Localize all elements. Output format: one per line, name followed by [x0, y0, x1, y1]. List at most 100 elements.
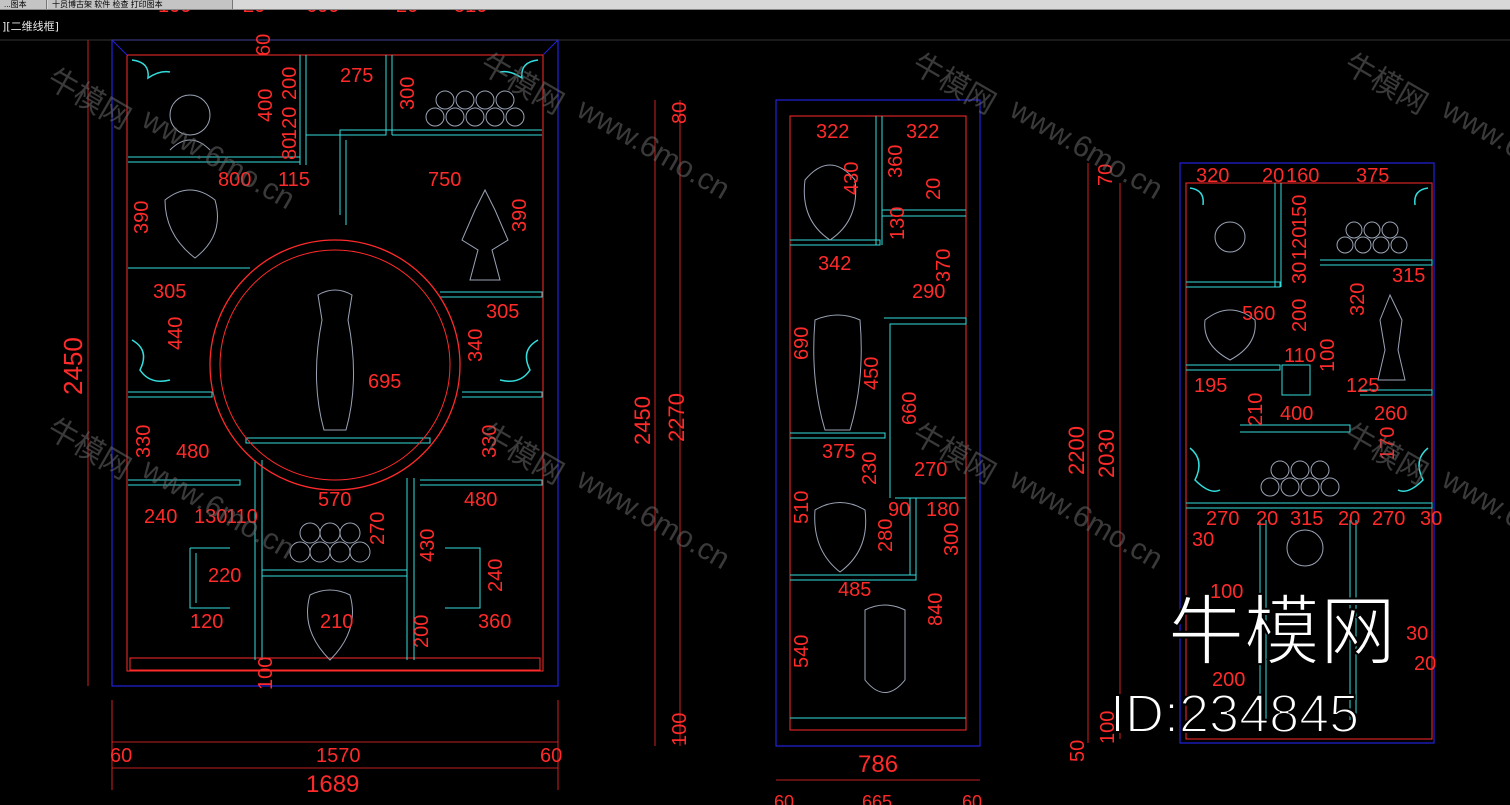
dim-a-570: 570: [318, 489, 351, 511]
dimension-text: 100 20 600 20 510 2450 60 400 200 120 80…: [58, 10, 1442, 805]
dim-a-115: 115: [278, 169, 310, 191]
dim-c-150: 150: [1289, 195, 1311, 228]
dim-b-665: 665: [862, 792, 892, 805]
dim-c-30b: 30: [1192, 529, 1214, 551]
dim-b-290: 290: [912, 281, 945, 303]
dim-c-20c: 20: [1414, 653, 1436, 675]
dim-a-2450: 2450: [58, 337, 88, 395]
dim-c-100c: 100: [1210, 581, 1243, 603]
elevation-c: [1087, 162, 1435, 744]
dim-b-375: 375: [822, 441, 855, 463]
dim-b-130: 130: [887, 207, 909, 240]
dim-b-60l: 60: [774, 792, 794, 805]
dim-c-320: 320: [1196, 165, 1229, 187]
tall-vase-icon: [813, 314, 862, 431]
dim-c-200: 200: [1289, 299, 1311, 332]
dim-c-110: 110: [1284, 345, 1316, 367]
dim-a-750: 750: [428, 169, 461, 191]
crystal-ball-icon: [169, 94, 211, 136]
dim-a-200: 200: [279, 67, 301, 100]
dim-c-row-5: 30: [1420, 508, 1442, 530]
watermark-brand: 牛模网: [42, 62, 136, 136]
dim-a-240: 240: [144, 506, 177, 528]
elevation-a: [0, 39, 1510, 790]
moon-window-outer: [209, 239, 461, 491]
dim-c-row-2: 315: [1290, 508, 1323, 530]
lidded-jar-icon: [803, 164, 857, 241]
dim-b-230: 230: [859, 452, 881, 485]
statue-icon: [1377, 293, 1406, 381]
dim-c-320b: 320: [1347, 283, 1369, 316]
watermark-url: www.6mo.cn: [571, 462, 736, 576]
dim-top-100: 100: [158, 10, 191, 17]
watermark-url: www.6mo.cn: [1436, 462, 1510, 576]
dim-a-1570: 1570: [316, 745, 361, 767]
dim-c-170: 170: [1377, 427, 1399, 460]
dim-c-195: 195: [1194, 375, 1227, 397]
dim-b-430: 430: [841, 162, 863, 195]
dim-a-330l: 330: [133, 425, 155, 458]
document-tab-1[interactable]: ...图本: [0, 0, 47, 9]
dim-c-row-4: 270: [1372, 508, 1405, 530]
watermark-url: www.6mo.cn: [1004, 462, 1169, 576]
dim-b-485: 485: [838, 579, 871, 601]
dim-top-510: 510: [454, 10, 487, 17]
elevation-b-decor-objects: [803, 164, 906, 693]
decorative-plate-icon: [1286, 529, 1324, 567]
dim-a-240r: 240: [485, 559, 507, 592]
elevation-a-plinth: [129, 657, 541, 671]
dim-b-540: 540: [791, 635, 813, 668]
dim-b-322r: 322: [906, 121, 939, 143]
dim-b-90: 90: [888, 499, 910, 521]
document-tab-2[interactable]: 十员博古架 软件 检查 打印图本: [48, 0, 233, 9]
dim-c-100b: 100: [1317, 339, 1339, 372]
dim-c-400: 400: [1280, 403, 1313, 425]
ginger-jar-icon: [814, 502, 867, 573]
dim-a-300: 300: [397, 77, 419, 110]
dim-a-270: 270: [367, 512, 389, 545]
dim-c-row-0: 270: [1206, 508, 1239, 530]
elevation-a-dim-lines: [0, 39, 1510, 790]
elevation-c-outline: [1185, 182, 1433, 740]
watermark-id: ID:234845: [1110, 684, 1359, 744]
viewport-label[interactable]: ][二维线框]: [2, 20, 59, 33]
carving-icon: [1189, 187, 1204, 206]
corner-carvings-c: [1189, 187, 1429, 492]
dim-c-200c: 200: [1212, 669, 1245, 691]
watermark-brand: 牛模网: [907, 47, 1001, 121]
dim-b-60r: 60: [962, 792, 982, 805]
dim-c-2030: 2030: [1094, 429, 1119, 478]
dim-a-200b: 200: [411, 615, 433, 648]
corner-carvings: [131, 59, 539, 382]
dim-c-315: 315: [1392, 265, 1425, 287]
dim-a-390r: 390: [509, 199, 531, 232]
carving-icon: [1189, 447, 1221, 492]
dim-b-660: 660: [899, 392, 921, 425]
dim-a-440: 440: [165, 317, 187, 350]
cad-drawing-canvas[interactable]: 100 20 600 20 510 2450 60 400 200 120 80…: [0, 10, 1510, 805]
elevation-c-frame: [1179, 162, 1435, 744]
elevation-c-decor-objects: [1204, 221, 1408, 567]
watermark-brand: 牛模网: [1339, 47, 1433, 121]
dim-c-70: 70: [1095, 164, 1117, 186]
elevation-a-decor-objects: [164, 90, 525, 661]
dim-a-360: 360: [478, 611, 511, 633]
dim-b-20: 20: [923, 178, 945, 200]
elevation-b-shelves: [790, 116, 967, 719]
document-tab-bar: ...图本 十员博古架 软件 检查 打印图本: [0, 0, 1510, 10]
dim-b-280: 280: [875, 519, 897, 552]
dim-a-800: 800: [218, 169, 251, 191]
dim-c-30c: 30: [1406, 623, 1428, 645]
dim-b-2270: 2270: [664, 393, 689, 442]
dim-c-560: 560: [1242, 303, 1275, 325]
elevation-c-shelves: [1186, 183, 1433, 720]
carving-icon: [499, 339, 539, 382]
elevation-b-dim-lines: [654, 100, 980, 781]
carving-icon: [499, 59, 539, 80]
dim-b-80: 80: [669, 102, 691, 124]
dim-b-360: 360: [885, 145, 907, 178]
dim-a-275: 275: [340, 65, 373, 87]
carving-icon: [131, 339, 171, 382]
dim-c-row-1: 20: [1256, 508, 1278, 530]
lidded-jar-icon: [1204, 309, 1256, 361]
